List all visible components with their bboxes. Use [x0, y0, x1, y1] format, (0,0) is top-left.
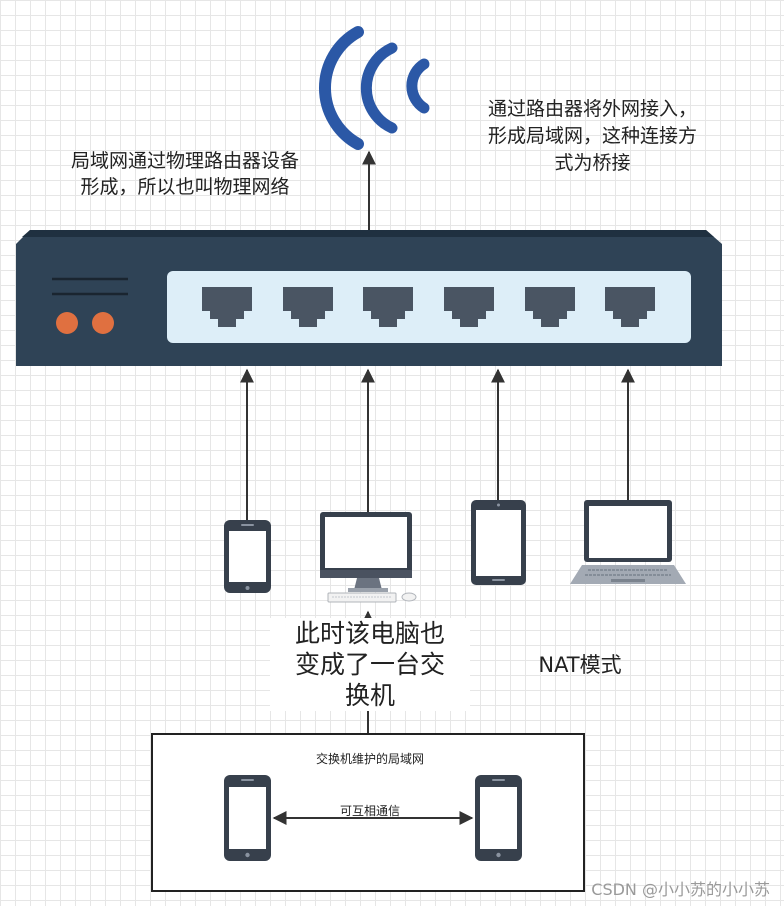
smartphone-icon: [224, 775, 271, 861]
nat-mode-label: NAT模式: [538, 653, 622, 677]
router-led: [92, 312, 114, 334]
note-line: 变成了一台交: [294, 650, 445, 679]
ethernet-port-icon: [202, 287, 252, 327]
ethernet-port-icon: [283, 287, 333, 327]
switch-note: 此时该电脑也 变成了一台交 换机: [270, 618, 470, 711]
ethernet-port-icon: [525, 287, 575, 327]
watermark: CSDN @小小苏的小小苏: [591, 880, 770, 899]
physical-network-note: 局域网通过物理路由器设备 形成，所以也叫物理网络: [40, 148, 330, 200]
communication-label: 可互相通信: [339, 804, 400, 818]
router-icon: [16, 230, 722, 366]
note-line: 换机: [344, 681, 395, 710]
note-line: 通过路由器将外网接入，: [487, 98, 697, 120]
smartphone-icon: [224, 520, 271, 593]
laptop-icon: [570, 500, 686, 584]
ethernet-port-icon: [605, 287, 655, 327]
wifi-signal-icon: [319, 26, 430, 150]
ethernet-port-icon: [444, 287, 494, 327]
bridge-mode-note: 通过路由器将外网接入， 形成局域网，这种连接方 式为桥接: [455, 96, 730, 177]
tablet-icon: [471, 500, 526, 585]
router-led: [56, 312, 78, 334]
note-line: 形成局域网，这种连接方: [487, 125, 697, 147]
smartphone-icon: [475, 775, 522, 861]
note-line: 形成，所以也叫物理网络: [80, 176, 290, 198]
keyboard-icon: [327, 592, 417, 603]
note-line: 局域网通过物理路由器设备: [70, 150, 299, 172]
note-line: 式为桥接: [554, 152, 631, 174]
lan-box-title: 交换机维护的局域网: [315, 752, 424, 766]
ethernet-port-icon: [363, 287, 413, 327]
note-line: 此时该电脑也: [294, 619, 445, 648]
desktop-computer-icon: [320, 512, 412, 592]
